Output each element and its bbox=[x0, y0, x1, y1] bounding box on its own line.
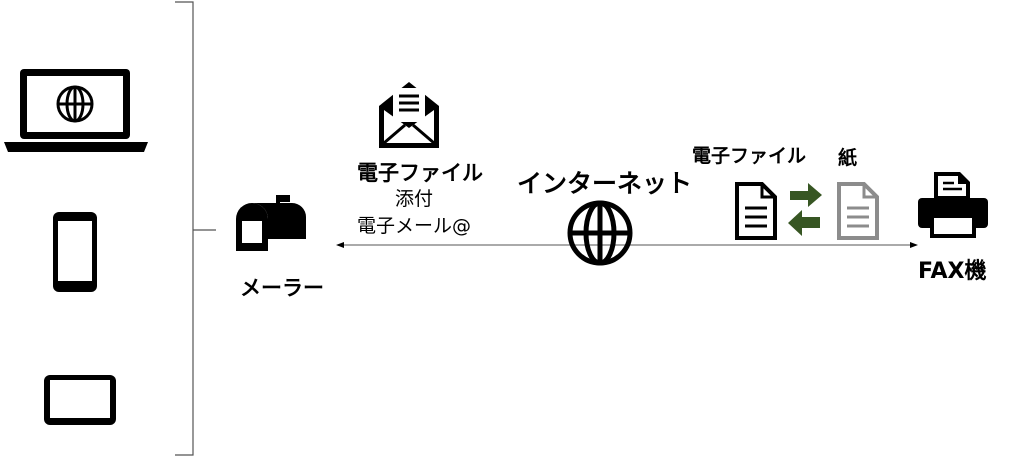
globe-icon bbox=[567, 200, 633, 266]
open-envelope-icon bbox=[379, 82, 439, 148]
smartphone-icon bbox=[53, 212, 97, 292]
email-title: 電子ファイル bbox=[357, 161, 483, 185]
tablet-icon bbox=[44, 375, 116, 425]
fax-machine-icon bbox=[918, 172, 988, 238]
internet-label: インターネット bbox=[517, 169, 693, 198]
electronic-document-icon bbox=[735, 182, 777, 240]
paper-label: 紙 bbox=[838, 147, 858, 169]
electronic-file-label: 電子ファイル bbox=[692, 145, 807, 167]
email-attachment-label: 添付 bbox=[395, 188, 434, 210]
mailer-label: メーラー bbox=[240, 276, 324, 300]
email-address-label: 電子メール@ bbox=[357, 215, 472, 237]
paper-document-icon bbox=[837, 182, 879, 240]
laptop-globe-icon bbox=[4, 69, 148, 152]
mailbox-icon bbox=[236, 195, 306, 251]
exchange-arrows-icon bbox=[788, 183, 822, 236]
fax-label: FAX機 bbox=[918, 259, 987, 284]
